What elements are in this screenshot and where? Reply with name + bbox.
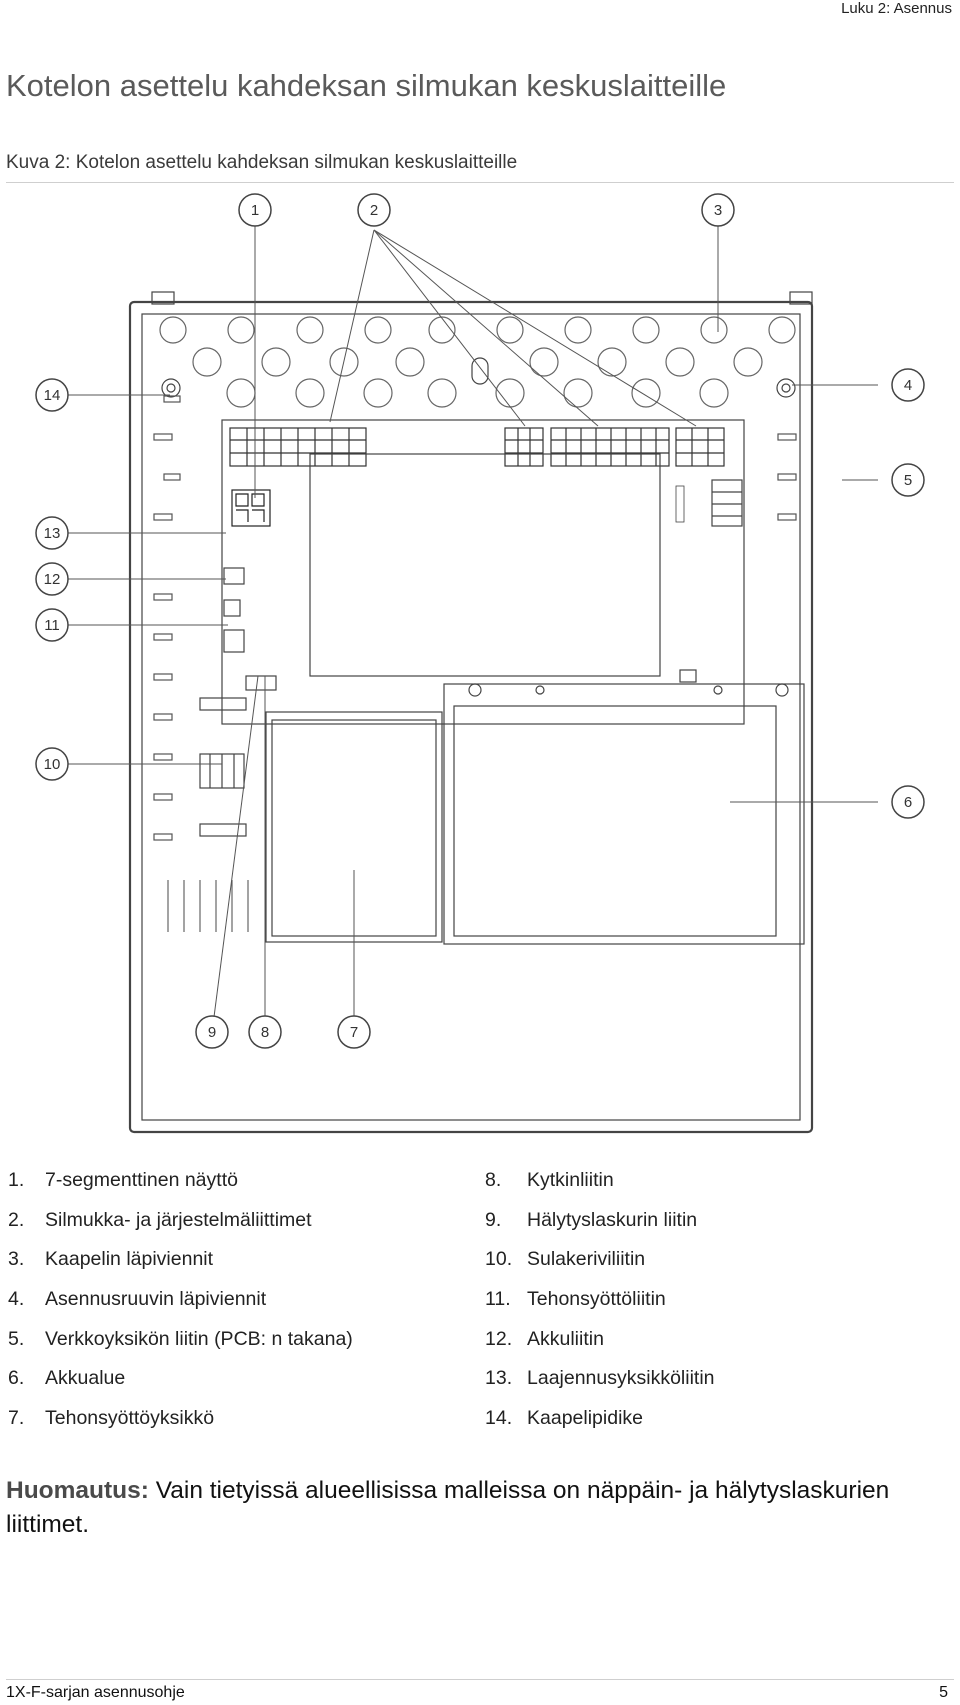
page-title: Kotelon asettelu kahdeksan silmukan kesk… bbox=[6, 68, 727, 103]
cable-clips bbox=[153, 395, 797, 841]
callout-7: 7 bbox=[350, 1024, 358, 1041]
legend-item: 6.Akkualue bbox=[8, 1367, 126, 1390]
note-text: Vain tietyissä alueellisissa malleissa o… bbox=[6, 1477, 890, 1538]
cable-knockouts bbox=[159, 316, 796, 408]
callout-10: 10 bbox=[44, 756, 61, 773]
legend-left-column: 1.7-segmenttinen näyttö 2.Silmukka- ja j… bbox=[8, 1168, 353, 1446]
callout-1: 1 bbox=[251, 202, 259, 219]
legend-item: 11.Tehonsyöttöliitin bbox=[485, 1288, 666, 1311]
psu-plate bbox=[309, 453, 661, 677]
battery-area bbox=[443, 683, 805, 945]
leader-lines bbox=[66, 222, 878, 1018]
legend-item: 3.Kaapelin läpiviennit bbox=[8, 1248, 214, 1271]
legend-right-column: 8.Kytkinliitin 9.Hälytyslaskurin liitin … bbox=[485, 1168, 715, 1446]
legend-item: 7.Tehonsyöttöyksikkö bbox=[8, 1407, 215, 1430]
figure-caption: Kuva 2: Kotelon asettelu kahdeksan silmu… bbox=[6, 152, 518, 173]
legend-item: 10.Sulakeriviliitin bbox=[485, 1248, 646, 1271]
legend-item: 13.Laajennusyksikköliitin bbox=[485, 1367, 715, 1390]
enclosure-inner-wall bbox=[141, 313, 801, 1121]
footer-document-title: 1X-F-sarjan asennusohje bbox=[6, 1684, 185, 1701]
callout-9: 9 bbox=[208, 1024, 216, 1041]
callout-14: 14 bbox=[44, 387, 61, 404]
legend-item: 12.Akkuliitin bbox=[485, 1327, 604, 1350]
enclosure-outline bbox=[128, 300, 814, 1134]
chapter-header: Luku 2: Asennus bbox=[841, 0, 952, 17]
callout-8: 8 bbox=[261, 1024, 269, 1041]
callout-markers bbox=[35, 193, 925, 1049]
enclosure-diagram: 1 2 3 4 5 6 7 8 9 10 11 12 13 14 bbox=[35, 193, 925, 1134]
note-paragraph: Huomautus: Vain tietyissä alueellisissa … bbox=[6, 1474, 946, 1542]
legend-item: 5.Verkkoyksikön liitin (PCB: n takana) bbox=[8, 1327, 353, 1350]
callout-6: 6 bbox=[904, 794, 912, 811]
terminal-blocks bbox=[229, 427, 725, 467]
legend-item: 2.Silmukka- ja järjestelmäliittimet bbox=[8, 1208, 312, 1231]
callout-3: 3 bbox=[714, 202, 722, 219]
callout-4: 4 bbox=[904, 377, 912, 394]
legend-item: 4.Asennusruuvin läpiviennit bbox=[8, 1288, 267, 1311]
seven-segment-display bbox=[231, 489, 271, 527]
callout-13: 13 bbox=[44, 525, 61, 542]
legend-item: 9.Hälytyslaskurin liitin bbox=[485, 1208, 698, 1231]
note-label: Huomautus: bbox=[6, 1477, 149, 1504]
screw-holes bbox=[161, 357, 796, 398]
callout-12: 12 bbox=[44, 571, 61, 588]
legend-item: 14.Kaapelipidike bbox=[485, 1407, 644, 1430]
callout-2: 2 bbox=[370, 202, 378, 219]
callout-11: 11 bbox=[44, 617, 60, 634]
legend-item: 8.Kytkinliitin bbox=[485, 1169, 614, 1191]
callout-5: 5 bbox=[904, 472, 912, 489]
page-number: 5 bbox=[939, 1684, 948, 1701]
pcb-board bbox=[221, 419, 745, 725]
footer-divider bbox=[6, 1679, 954, 1680]
caption-divider bbox=[6, 182, 954, 183]
legend-item: 1.7-segmenttinen näyttö bbox=[8, 1169, 238, 1191]
